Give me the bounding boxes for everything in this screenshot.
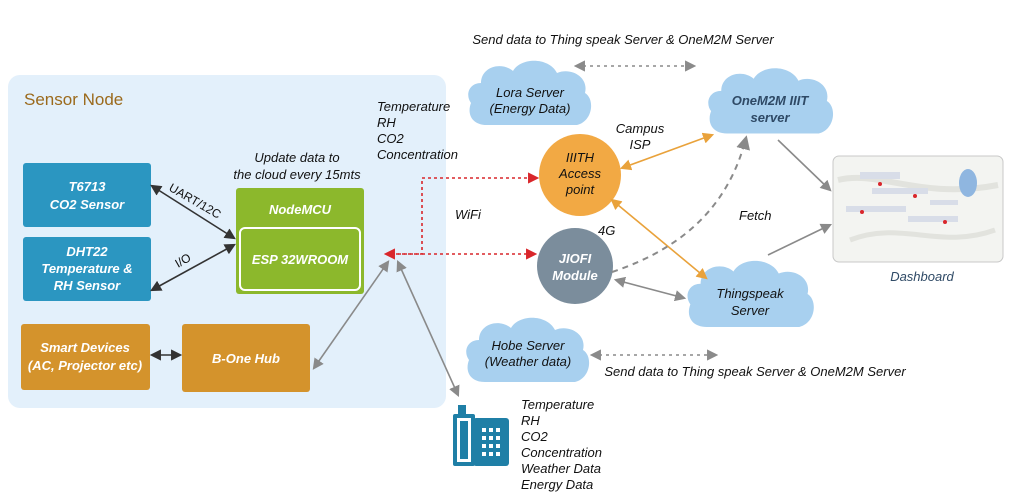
dht22-sublabel-2: RH Sensor bbox=[54, 278, 121, 293]
esp-building-arrow bbox=[396, 259, 460, 398]
uart-link-arrow bbox=[150, 184, 236, 240]
jiofi-thingspeak-arrow bbox=[613, 276, 687, 302]
nodemcu-label: NodeMCU bbox=[269, 202, 332, 217]
campus-isp-label: Campus bbox=[616, 121, 665, 136]
dashboard-label: Dashboard bbox=[890, 269, 954, 284]
access-point-onem2m-arrow bbox=[619, 132, 715, 171]
wifi-label: WiFi bbox=[455, 207, 482, 222]
bone-hub-box: B-One Hub bbox=[182, 324, 310, 392]
smart-devices-box: Smart Devices (AC, Projector etc) bbox=[21, 324, 150, 390]
building-data-line-1: Temperature bbox=[521, 397, 594, 412]
jiofi-label: JIOFI bbox=[559, 251, 592, 266]
lora-server-label: Lora Server bbox=[496, 85, 565, 100]
access-point-sublabel-2: point bbox=[565, 182, 596, 197]
building-data-line-3: CO2 bbox=[521, 429, 549, 444]
io-link-arrow bbox=[150, 243, 236, 292]
dashboard-thumbnail[interactable] bbox=[832, 155, 1004, 263]
smart-devices-label: Smart Devices bbox=[40, 340, 130, 355]
send-data-top-label: Send data to Thing speak Server & OneM2M… bbox=[472, 32, 774, 47]
bone-hub-label: B-One Hub bbox=[212, 351, 280, 366]
building-icon bbox=[453, 405, 509, 466]
jiofi-onem2m-dashed-arrow bbox=[611, 135, 750, 273]
update-note-line-1: Update data to bbox=[254, 150, 339, 165]
send-data-bottom-label: Send data to Thing speak Server & OneM2M… bbox=[604, 364, 906, 379]
sensor-values-line-1: Temperature bbox=[377, 99, 450, 114]
sensor-values-line-2: RH bbox=[377, 115, 396, 130]
lte-label: 4G bbox=[598, 223, 615, 238]
onem2m-server-label: OneM2M IIIT bbox=[732, 93, 810, 108]
smart-devices-sublabel: (AC, Projector etc) bbox=[28, 358, 142, 373]
building-data-line-4: Concentration bbox=[521, 445, 602, 460]
thingspeak-server-cloud: Thingspeak Server bbox=[687, 260, 814, 327]
jiofi-sublabel: Module bbox=[552, 268, 598, 283]
fetch-label: Fetch bbox=[739, 208, 772, 223]
onem2m-server-cloud: OneM2M IIIT server bbox=[708, 68, 834, 134]
hub-esp-arrow bbox=[312, 260, 390, 370]
building-data-line-5: Weather Data bbox=[521, 461, 601, 476]
access-point-sublabel-1: Access bbox=[558, 166, 601, 181]
thingspeak-server-sublabel: Server bbox=[731, 303, 770, 318]
hobe-server-label: Hobe Server bbox=[492, 338, 566, 353]
t6713-sensor-box: T6713 CO2 Sensor bbox=[23, 163, 151, 227]
update-note-line-2: the cloud every 15mts bbox=[233, 167, 361, 182]
building-data-line-6: Energy Data bbox=[521, 477, 593, 492]
dht22-sublabel-1: Temperature & bbox=[41, 261, 132, 276]
dht22-sensor-box: DHT22 Temperature & RH Sensor bbox=[23, 237, 151, 301]
t6713-label: T6713 bbox=[69, 179, 107, 194]
access-point-label: IIITH bbox=[566, 150, 595, 165]
thingspeak-dashboard-arrow bbox=[767, 223, 833, 256]
nodemcu-box: NodeMCU ESP 32WROOM bbox=[236, 188, 364, 294]
sensor-values-line-4: Concentration bbox=[377, 147, 458, 162]
sensor-values-line-3: CO2 bbox=[377, 131, 405, 146]
lora-server-cloud: Lora Server (Energy Data) bbox=[468, 60, 592, 126]
dht22-label: DHT22 bbox=[66, 244, 108, 259]
access-point-thingspeak-arrow bbox=[610, 198, 708, 280]
access-point-node: IIITH Access point bbox=[539, 134, 621, 216]
io-link-label: I/O bbox=[173, 250, 194, 270]
building-data-line-2: RH bbox=[521, 413, 540, 428]
hobe-server-cloud: Hobe Server (Weather data) bbox=[466, 317, 590, 382]
jiofi-module-node: JIOFI Module bbox=[537, 228, 613, 304]
esp32-label: ESP 32WROOM bbox=[252, 252, 349, 267]
thingspeak-server-label: Thingspeak bbox=[716, 286, 785, 301]
onem2m-dashboard-arrow bbox=[777, 139, 832, 192]
hobe-server-sublabel: (Weather data) bbox=[485, 354, 571, 369]
lora-server-sublabel: (Energy Data) bbox=[490, 101, 571, 116]
t6713-sublabel: CO2 Sensor bbox=[50, 197, 125, 212]
onem2m-server-sublabel: server bbox=[750, 110, 790, 125]
sensor-node-title: Sensor Node bbox=[24, 90, 123, 109]
campus-isp-sublabel: ISP bbox=[630, 137, 651, 152]
